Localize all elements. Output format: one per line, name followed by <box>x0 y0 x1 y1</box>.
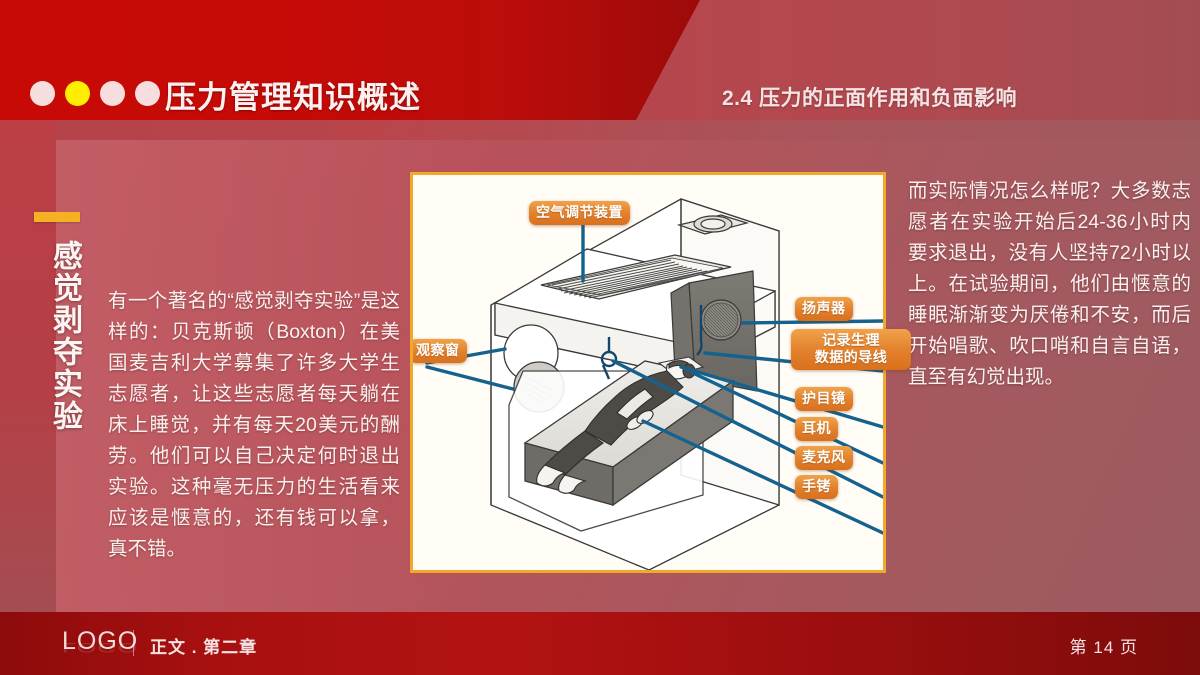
gold-accent-bar <box>34 212 80 222</box>
figure-label-observation-window: 观察窗 <box>413 339 467 363</box>
dot-3-icon <box>100 81 125 106</box>
footer-divider <box>133 630 134 656</box>
figure-label-earphones: 耳机 <box>795 417 838 441</box>
figure-label-speaker: 扬声器 <box>795 297 853 321</box>
dot-2-icon <box>65 81 90 106</box>
left-accent-strip <box>0 118 56 613</box>
chamber-illustration <box>425 198 883 570</box>
figure-label-air-conditioning: 空气调节装置 <box>529 201 630 225</box>
footer-section-label: 正文 . 第二章 <box>150 638 258 657</box>
figure-label-goggles: 护目镜 <box>795 387 853 411</box>
wire-label-line-1: 记录生理 <box>822 332 880 348</box>
dot-1-icon <box>30 81 55 106</box>
slide-footer <box>0 612 1200 675</box>
dot-4-icon <box>135 81 160 106</box>
wire-label-line-2: 数据的导线 <box>814 349 888 365</box>
right-body-paragraph: 而实际情况怎么样呢？大多数志愿者在实验开始后24-36小时内要求退出，没有人坚持… <box>908 180 1191 388</box>
figure-label-physiological-data-wires: 记录生理 数据的导线 <box>791 329 911 370</box>
page-title: 压力管理知识概述 <box>165 80 421 115</box>
section-vertical-title: 感觉剥夺实验 <box>48 240 81 432</box>
figure-label-handcuffs: 手铐 <box>795 475 838 499</box>
sensory-deprivation-chamber-figure: 空气调节装置 观察窗 <box>410 172 886 573</box>
left-body-paragraph: 有一个著名的“感觉剥夺实验”是这样的：贝克斯顿（Boxton）在美国麦吉利大学募… <box>108 290 400 560</box>
footer-logo: LOGO <box>62 627 139 655</box>
header-dot-group <box>30 81 160 106</box>
header-subtitle: 2.4 压力的正面作用和负面影响 <box>722 87 1018 110</box>
footer-page-number: 第 14 页 <box>1069 638 1138 657</box>
figure-label-microphone: 麦克风 <box>795 446 853 470</box>
